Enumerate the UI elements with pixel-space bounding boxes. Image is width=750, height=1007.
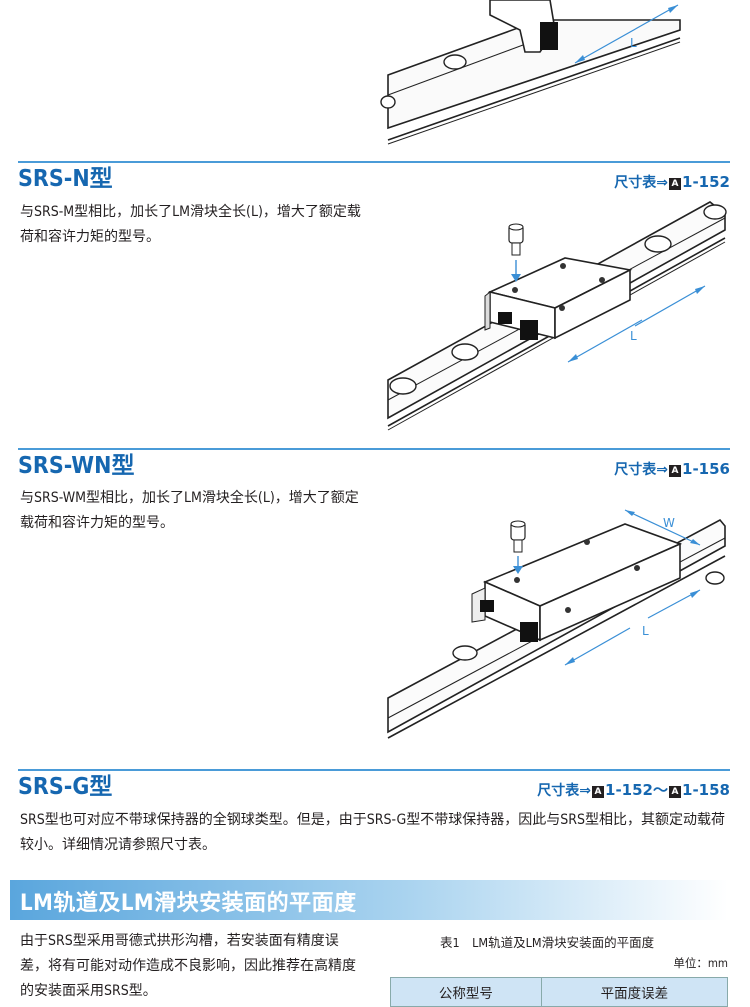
divider	[18, 769, 730, 771]
section-title: SRS-N型	[18, 166, 113, 192]
dimension-label: L	[642, 624, 649, 638]
section-description: 与SRS-WM型相比，加长了LM滑块全长(L)，增大了额定载荷和容许力矩的型号。	[20, 490, 359, 531]
ref-box-icon: A	[592, 786, 605, 798]
ref-pages: 1-152	[605, 781, 653, 799]
flatness-heading: LM轨道及LM滑块安装面的平面度	[20, 891, 357, 916]
flatness-heading-band: LM轨道及LM滑块安装面的平面度	[10, 880, 728, 920]
dimension-label: W	[663, 516, 675, 530]
srs-wn-figure: W L	[380, 500, 730, 750]
section-title: SRS-G型	[18, 774, 113, 800]
flatness-description: 由于SRS型采用哥德式拱形沟槽，若安装面有精度误差，将有可能对动作造成不良影响，…	[20, 933, 356, 999]
dimension-label: L	[630, 329, 637, 343]
ref-box-icon: A	[669, 178, 682, 190]
ref-prefix: 尺寸表⇒	[537, 783, 592, 799]
ref-pages-end: 1-158	[682, 781, 730, 799]
table-caption: 表1 LM轨道及LM滑块安装面的平面度	[440, 935, 655, 950]
table-unit: 单位：mm	[673, 956, 728, 970]
ref-pages: 1-152	[682, 173, 730, 191]
flatness-table: 公称型号 平面度误差	[390, 977, 729, 1007]
ref-box-icon: A	[669, 465, 682, 477]
ref-prefix: 尺寸表⇒	[614, 175, 669, 191]
section-description: 与SRS-M型相比，加长了LM滑块全长(L)，增大了额定载荷和容许力矩的型号。	[20, 204, 361, 245]
top-product-figure: L	[380, 0, 730, 150]
srs-n-figure: L	[380, 200, 730, 435]
ref-box-icon: A	[669, 786, 682, 798]
divider	[18, 161, 730, 163]
column-header: 平面度误差	[540, 977, 729, 1007]
ref-prefix: 尺寸表⇒	[614, 462, 669, 478]
section-description: SRS型也可对应不带球保持器的全钢球类型。但是，由于SRS-G型不带球保持器，因…	[20, 812, 726, 853]
ref-pages: 1-156	[682, 460, 730, 478]
divider	[18, 448, 730, 450]
section-title: SRS-WN型	[18, 453, 135, 479]
column-header: 公称型号	[390, 977, 542, 1007]
ref-separator: ～	[653, 781, 669, 799]
dimension-label: L	[630, 36, 637, 50]
